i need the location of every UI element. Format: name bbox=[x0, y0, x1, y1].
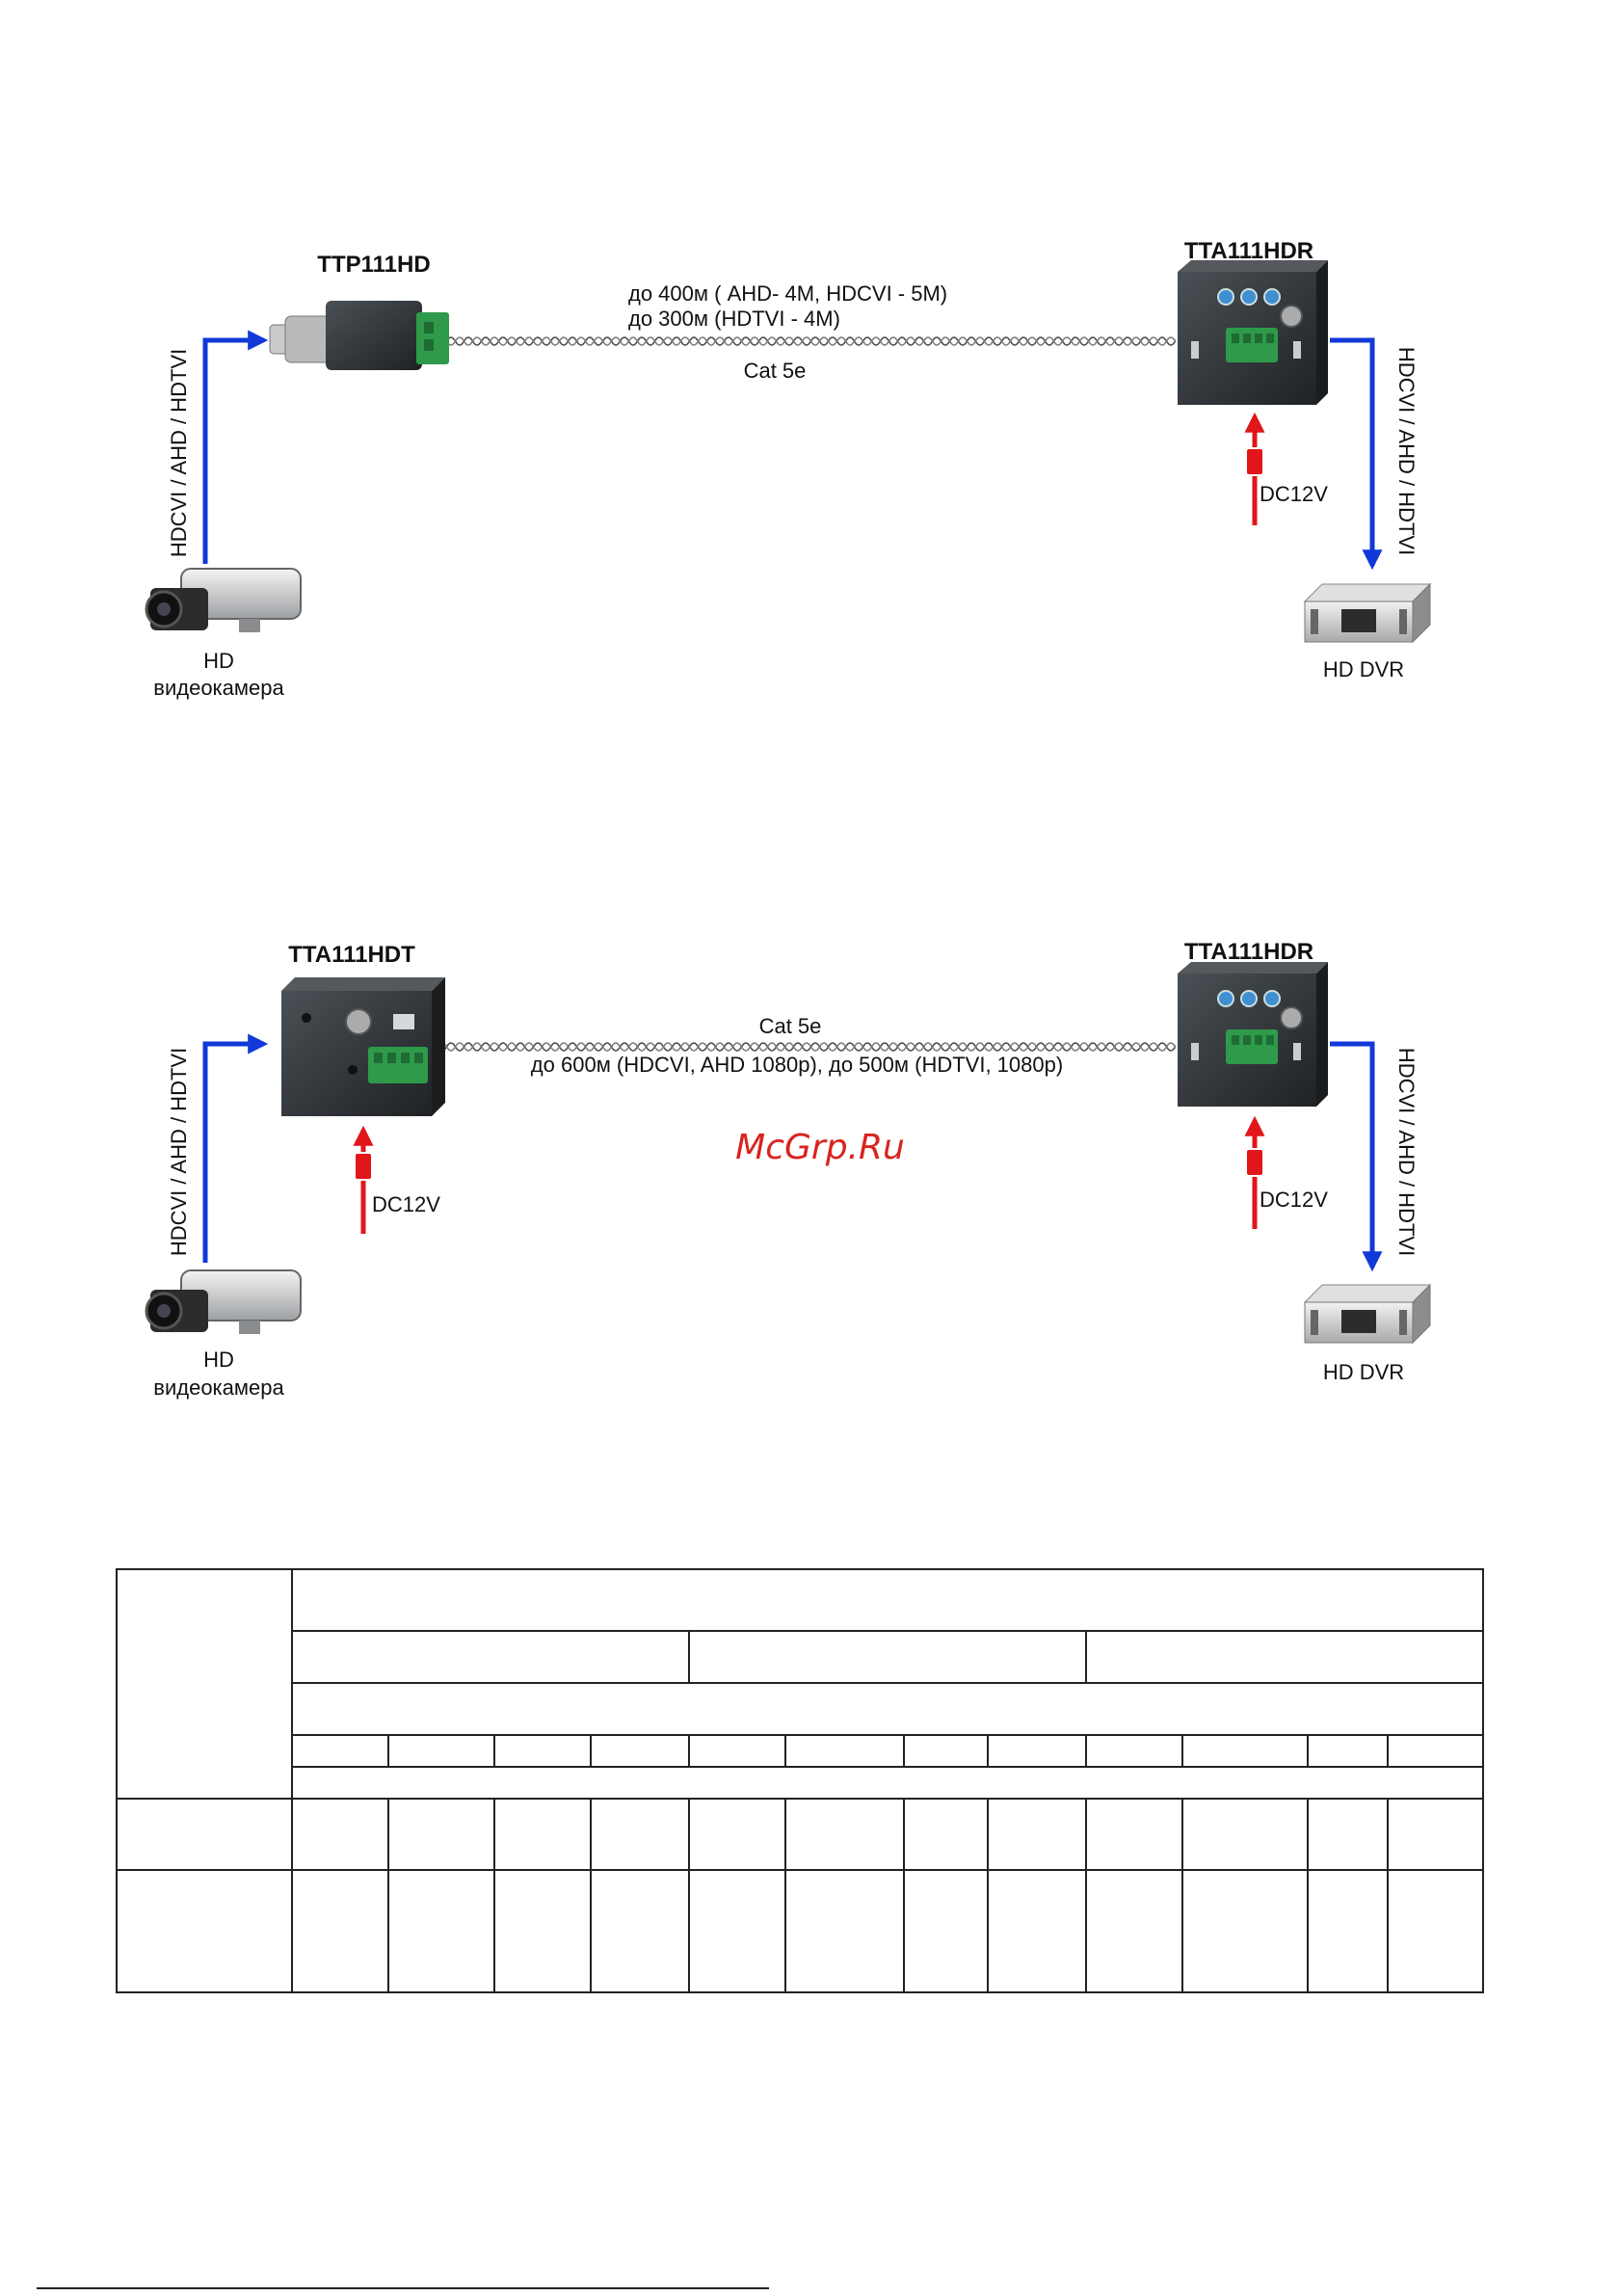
empty-spec-table bbox=[116, 1568, 1484, 1993]
dvr-label: HD DVR bbox=[1323, 657, 1404, 681]
table-column-lines bbox=[387, 1735, 1389, 1992]
twisted-pair-cable-2 bbox=[445, 1040, 1176, 1052]
scheme-2: HD видеокамера HDCVI / AHD / HDTVI TTA11… bbox=[145, 939, 1432, 1400]
receiver-label: TTA111HDR bbox=[1184, 238, 1313, 264]
scheme-1: HD видеокамера HDCVI / AHD / HDTVI TTP11… bbox=[145, 238, 1432, 700]
distance-line-2: до 300м (HDTVI - 4M) bbox=[628, 307, 840, 331]
camera-label-line1: HD bbox=[203, 649, 234, 673]
tx-power-label: DC12V bbox=[372, 1192, 440, 1216]
lightning-icon bbox=[1245, 447, 1264, 476]
camera-signal-label-2: HDCVI / AHD / HDTVI bbox=[167, 1048, 191, 1256]
camera-signal-label: HDCVI / AHD / HDTVI bbox=[167, 349, 191, 557]
camera-label-line2-2: видеокамера bbox=[153, 1375, 284, 1400]
ttp111hd-device-icon bbox=[269, 301, 449, 370]
dvr-signal-arrow-2 bbox=[1330, 1041, 1383, 1272]
tta111hdr-device-icon-2 bbox=[1178, 962, 1328, 1107]
rx-power-label: DC12V bbox=[1260, 1188, 1328, 1212]
transmitter-label-2: TTA111HDT bbox=[288, 942, 415, 968]
footnote-rule bbox=[37, 2287, 769, 2289]
hd-camera-icon-2 bbox=[145, 1269, 302, 1334]
distance-line: до 600м (HDCVI, AHD 1080p), до 500м (HDT… bbox=[531, 1053, 1063, 1077]
tx-lightning-icon bbox=[354, 1152, 373, 1181]
dvr-signal-label-2: HDCVI / AHD / HDTVI bbox=[1394, 1048, 1419, 1256]
camera-signal-arrow-2 bbox=[202, 1033, 269, 1263]
camera-label-line2: видеокамера bbox=[153, 676, 284, 700]
cable-label: Cat 5e bbox=[744, 359, 807, 383]
camera-signal-arrow bbox=[202, 330, 269, 564]
dvr-signal-arrow bbox=[1330, 337, 1383, 571]
hd-camera-icon bbox=[145, 568, 302, 632]
tta111hdt-device-icon bbox=[281, 977, 445, 1116]
power-label: DC12V bbox=[1260, 482, 1328, 506]
tta111hdr-device-icon bbox=[1178, 260, 1328, 405]
watermark: McGrp.Ru bbox=[735, 1128, 905, 1167]
hd-dvr-icon bbox=[1303, 582, 1432, 644]
rx-lightning-icon bbox=[1245, 1148, 1264, 1177]
distance-line-1: до 400м ( AHD- 4M, HDCVI - 5M) bbox=[628, 281, 947, 306]
dvr-label-2: HD DVR bbox=[1323, 1360, 1404, 1384]
receiver-label-2: TTA111HDR bbox=[1184, 939, 1313, 965]
camera-label-line1-2: HD bbox=[203, 1348, 234, 1372]
hd-dvr-icon-2 bbox=[1303, 1283, 1432, 1345]
dvr-signal-label: HDCVI / AHD / HDTVI bbox=[1394, 347, 1419, 555]
twisted-pair-cable bbox=[449, 336, 1176, 348]
cable-label-2: Cat 5e bbox=[759, 1014, 822, 1038]
transmitter-label: TTP111HD bbox=[317, 252, 430, 278]
